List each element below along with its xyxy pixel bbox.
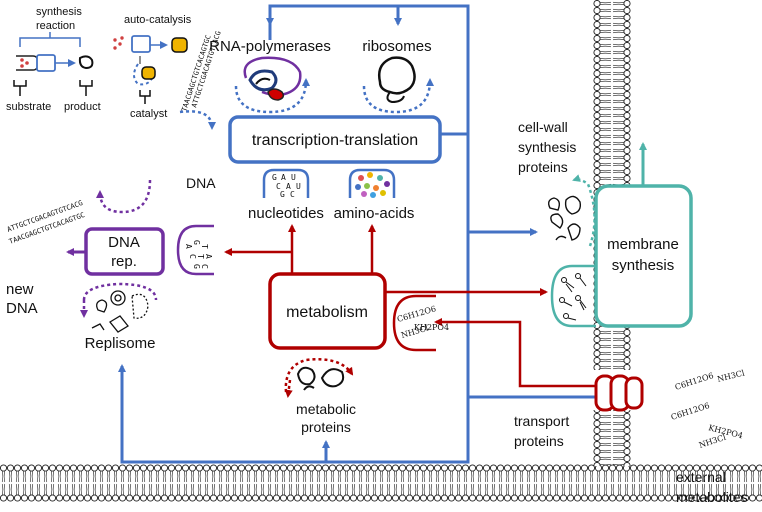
dna-label: DNA [186,175,216,191]
membrane-right-lower [593,410,631,466]
dna-rep-label-1: DNA [108,234,140,251]
dna-rep-nucleotide-container [176,224,214,276]
legend-bracket [19,37,81,47]
dna-rep-label-2: rep. [111,253,137,270]
product-icon [78,55,94,70]
transcription-translation-box [228,115,442,164]
svg-text:A: A [184,244,193,249]
blue-connectors [118,4,610,464]
rna-polymerases-label: RNA-polymerases [209,38,331,55]
amino-acid-dots [355,172,390,198]
metabolic-proteins-label-2: proteins [301,419,351,435]
svg-text:G: G [192,264,201,269]
svg-text:U: U [291,173,296,182]
cell-wall-label-1: cell-wall [518,119,568,135]
internal-metabolites: C6H12O6 KH2PO4 NH3Cl [396,304,449,340]
svg-text:C6H12O6: C6H12O6 [670,401,711,422]
transcription-translation-label: transcription-translation [252,132,418,149]
new-dna-strands: ATTGCTCGACAGTGTCACG TAACGAGCTGTCACAGTGC [6,199,86,246]
legend: synthesis reaction substrate product aut… [6,6,192,120]
legend-autocatalysis-label: auto-catalysis [124,14,192,26]
replisome-icon [91,290,149,333]
ribosomes-label: ribosomes [362,38,431,55]
svg-text:C6H12O6: C6H12O6 [674,371,715,392]
new-dna-label-1: new [6,281,34,298]
external-metabolites-label-2: metabolites [676,489,748,505]
svg-text:A: A [204,254,213,259]
replisome-label: Replisome [85,335,156,352]
svg-text:NH3Cl: NH3Cl [716,368,746,384]
legend-catalyst-box [36,54,56,72]
svg-text:C: C [290,190,295,199]
svg-text:T: T [196,254,205,259]
transport-proteins-label-1: transport [514,413,569,429]
legend-substrate-label: substrate [6,101,51,113]
external-metabolites-label-1: external [676,469,726,485]
catalyst-product-icon [171,37,188,53]
metabolism-box [268,272,387,350]
membrane-synthesis-label-1: membrane [607,236,679,253]
metabolic-proteins-icon [296,366,345,391]
legend-synthesis-label-2: reaction [36,20,75,32]
svg-text:G: G [272,173,277,182]
svg-text:KH2PO4: KH2PO4 [414,323,449,332]
transport-proteins-label-2: proteins [514,433,564,449]
svg-text:NH3Cl: NH3Cl [698,433,728,450]
transporter-icon [594,374,644,412]
nucleotides-label: nucleotides [248,205,324,222]
amino-acids-container [348,168,396,198]
legend-product-label: product [64,101,101,113]
svg-text:G: G [280,190,285,199]
svg-text:C: C [200,264,209,269]
membrane-precursor-container [550,264,596,328]
membrane-bottom [0,464,762,502]
legend-synthesis-label-1: synthesis [36,6,82,18]
legend-catalyst-label: catalyst [130,108,167,120]
metabolic-proteins-label-1: metabolic [296,401,356,417]
svg-text:A: A [281,173,286,182]
amino-acids-label: amino-acids [334,205,415,222]
red-connectors [224,224,610,388]
nucleotides-container [262,168,310,198]
svg-text:G: G [192,240,201,245]
metabolism-label: metabolism [286,304,368,321]
svg-text:T: T [200,244,209,249]
ribosome-icon [378,56,416,104]
nucleotide-letters: G A U C A U G C [272,173,301,199]
svg-text:C: C [188,254,197,259]
membrane-synthesis-box [594,184,693,328]
svg-text:C6H12O6: C6H12O6 [396,304,437,324]
external-metabolites: C6H12O6 NH3Cl C6H12O6 KH2PO4 NH3Cl [670,368,746,450]
svg-text:A: A [286,182,291,191]
cell-wall-label-3: proteins [518,159,568,175]
membrane-synthesis-label-2: synthesis [612,257,675,274]
lipid-precursors [559,273,587,321]
cell-wall-label-2: synthesis [518,139,576,155]
new-dna-label-2: DNA [6,300,38,317]
internal-metabolites-container [392,294,436,352]
cell-wall-proteins-icon [547,195,582,241]
svg-text:U: U [296,182,301,191]
rna-polymerase-icon [243,56,302,101]
svg-text:C: C [276,182,281,191]
dna-rep-letters: A G T C T A G C [184,240,213,269]
